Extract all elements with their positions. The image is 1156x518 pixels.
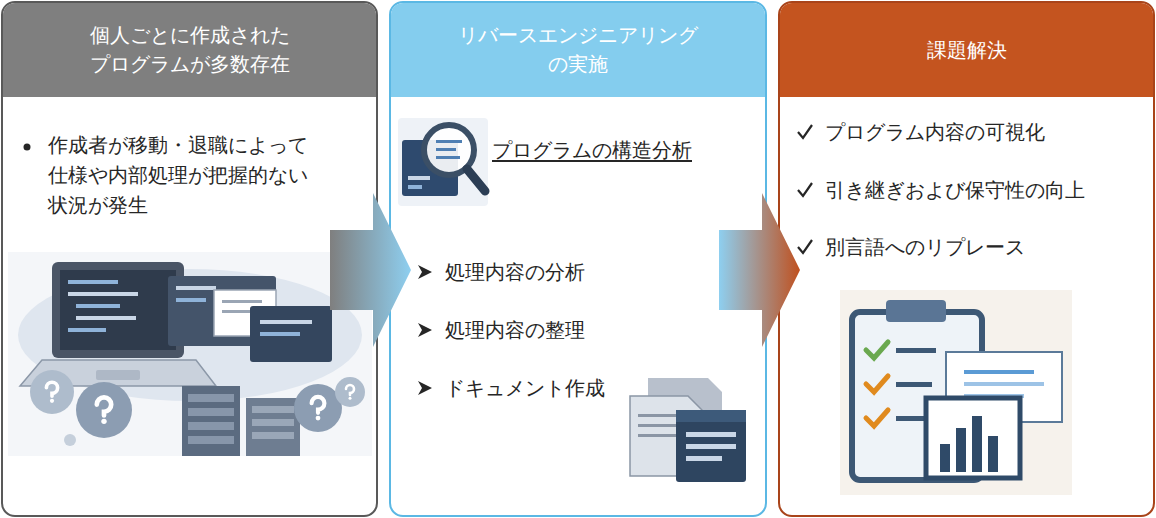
panel-item: 処理内容の分析 bbox=[445, 257, 745, 287]
panel-item: プログラムの構造分析 bbox=[492, 135, 752, 165]
stage-panel: 個人ごとに作成された プログラムが多数存在作成者が移動・退職によって 仕様や内部… bbox=[1, 1, 378, 517]
panel-heading: 個人ごとに作成された プログラムが多数存在 bbox=[60, 21, 320, 79]
header-band: 個人ごとに作成された プログラムが多数存在 bbox=[3, 3, 376, 97]
stage-panel: 課題解決プログラム内容の可視化引き継ぎおよび保守性の向上別言語へのリプレース bbox=[778, 1, 1155, 517]
panel-item: プログラム内容の可視化 bbox=[825, 117, 1155, 147]
panel-heading: 課題解決 bbox=[837, 36, 1097, 65]
panel-item: 引き継ぎおよび保守性の向上 bbox=[825, 175, 1155, 205]
panel-heading: リバースエンジニアリング の実施 bbox=[448, 21, 708, 79]
header-band: 課題解決 bbox=[780, 3, 1153, 97]
stage-panel: リバースエンジニアリング の実施プログラムの構造分析処理内容の分析処理内容の整理… bbox=[389, 1, 767, 517]
panel-item: ドキュメント作成 bbox=[445, 373, 745, 403]
panel-item: 作成者が移動・退職によって 仕様や内部処理が把握的ない 状況が発生 bbox=[48, 130, 348, 220]
header-band: リバースエンジニアリング の実施 bbox=[391, 3, 765, 97]
panel-item: 処理内容の整理 bbox=[445, 315, 745, 345]
panel-item: 別言語へのリプレース bbox=[825, 232, 1155, 262]
